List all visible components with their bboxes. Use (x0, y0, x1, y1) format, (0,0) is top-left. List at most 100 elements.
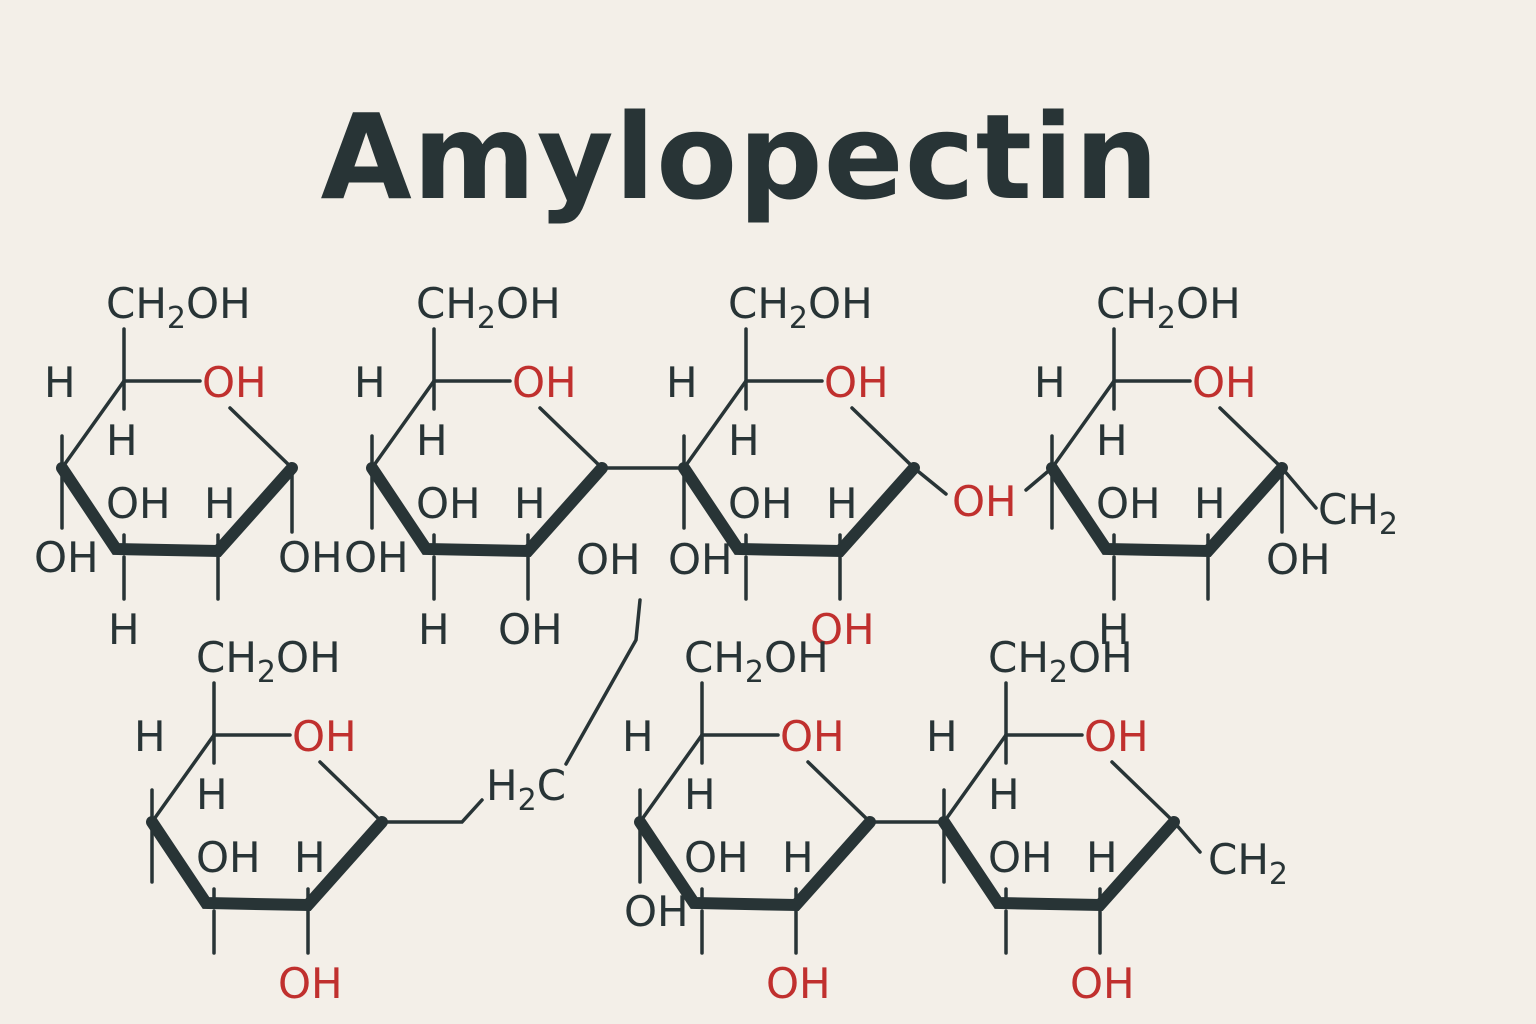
h-label: H (416, 416, 448, 465)
formula-part: CH (1208, 835, 1269, 884)
oh-label: OH (988, 833, 1053, 882)
oh-label-red: OH (512, 358, 577, 407)
ring-back-bond (538, 406, 604, 470)
oh-label: OH (344, 533, 409, 582)
oh-label: OH (668, 535, 733, 584)
ring-back-bond (370, 379, 436, 470)
h-label: H (106, 416, 138, 465)
glycosidic-oh-label: OH (952, 477, 1017, 526)
ch2oh-label: CH2OH (684, 633, 829, 690)
oh-label: OH (766, 959, 831, 1008)
subscript-digit: 2 (167, 301, 186, 336)
ring-back-bond (318, 760, 384, 824)
subscript-digit: 2 (257, 655, 276, 690)
ch2-label: CH2 (1208, 835, 1288, 892)
h-label: H (196, 770, 228, 819)
h-label: H (728, 416, 760, 465)
ring-back-bond (1218, 406, 1284, 470)
ring-front-bond (146, 816, 388, 912)
formula-part: CH (728, 279, 789, 328)
ring-back-bond (60, 379, 126, 470)
h-label: H (108, 605, 140, 654)
ring-back-bond (638, 733, 704, 824)
oh-label: OH (498, 605, 563, 654)
formula-part: CH (1318, 485, 1379, 534)
ring-front-bond (938, 816, 1180, 912)
ring-back-bond (228, 406, 294, 470)
subscript-digit: 2 (477, 301, 496, 336)
oh-label: OH (278, 533, 343, 582)
ring-back-bond (850, 406, 916, 470)
h-label: H (354, 358, 386, 407)
oh-label: OH (34, 533, 99, 582)
oh-label: OH (278, 959, 343, 1008)
oh-label: OH (416, 479, 481, 528)
h-label: H (1194, 479, 1226, 528)
ring-back-bond (150, 733, 216, 824)
oh-label-red: OH (202, 358, 267, 407)
oh-label: OH (106, 479, 171, 528)
ch2oh-label: CH2OH (988, 633, 1133, 690)
h-label: H (204, 479, 236, 528)
subscript-digit: 2 (1049, 655, 1068, 690)
oh-label: OH (1266, 535, 1331, 584)
ch2oh-label: CH2OH (196, 633, 341, 690)
h-label: H (782, 833, 814, 882)
formula-part: CH (1096, 279, 1157, 328)
formula-part: OH (808, 279, 873, 328)
h-label: H (926, 712, 958, 761)
oh-label-red: OH (1084, 712, 1149, 761)
oh-label: OH (196, 833, 261, 882)
ring-front-bond (1046, 462, 1288, 558)
subscript-digit: 2 (1157, 301, 1176, 336)
formula-part: OH (1176, 279, 1241, 328)
glycosidic-bond (912, 466, 948, 496)
h-label: H (514, 479, 546, 528)
ring-front-bond (634, 816, 876, 912)
glycosidic-bond (1024, 466, 1054, 492)
formula-part: C (537, 761, 566, 810)
ch2oh-label: CH2OH (416, 279, 561, 336)
h-label: H (666, 358, 698, 407)
oh-label: OH (684, 833, 749, 882)
ring-front-bond (56, 462, 298, 558)
ring-front-bond (678, 462, 920, 558)
oh-label-red: OH (780, 712, 845, 761)
ch2oh-label: CH2OH (1096, 279, 1241, 336)
h2c-label: H2C (486, 761, 566, 818)
diagram-title: Amylopectin (320, 88, 1160, 226)
oh-label: OH (728, 479, 793, 528)
oh-label: OH (1096, 479, 1161, 528)
oh-label: OH (576, 535, 641, 584)
bond-line (1172, 820, 1202, 854)
formula-part: OH (496, 279, 561, 328)
formula-part: CH (106, 279, 167, 328)
h-label: H (294, 833, 326, 882)
formula-part: CH (684, 633, 745, 682)
ring-back-bond (942, 733, 1008, 824)
formula-part: CH (416, 279, 477, 328)
ring-back-bond (1110, 760, 1176, 824)
h-label: H (684, 770, 716, 819)
subscript-digit: 2 (518, 783, 537, 818)
bond-line (1280, 466, 1318, 510)
h-label: H (1098, 605, 1130, 654)
oh-label-red: OH (824, 358, 889, 407)
formula-part: OH (276, 633, 341, 682)
ring-front-bond (366, 462, 608, 558)
oh-label: OH (624, 887, 689, 936)
ring-back-bond (1050, 379, 1116, 470)
formula-part: H (486, 761, 518, 810)
oh-label: OH (1070, 959, 1135, 1008)
h-label: H (134, 712, 166, 761)
ring-back-bond (806, 760, 872, 824)
oh-label-red: OH (292, 712, 357, 761)
formula-part: CH (988, 633, 1049, 682)
h-label: H (44, 358, 76, 407)
formula-part: OH (186, 279, 251, 328)
h-label: H (826, 479, 858, 528)
subscript-digit: 2 (745, 655, 764, 690)
branch-bond (380, 798, 484, 824)
ring-back-bond (682, 379, 748, 470)
